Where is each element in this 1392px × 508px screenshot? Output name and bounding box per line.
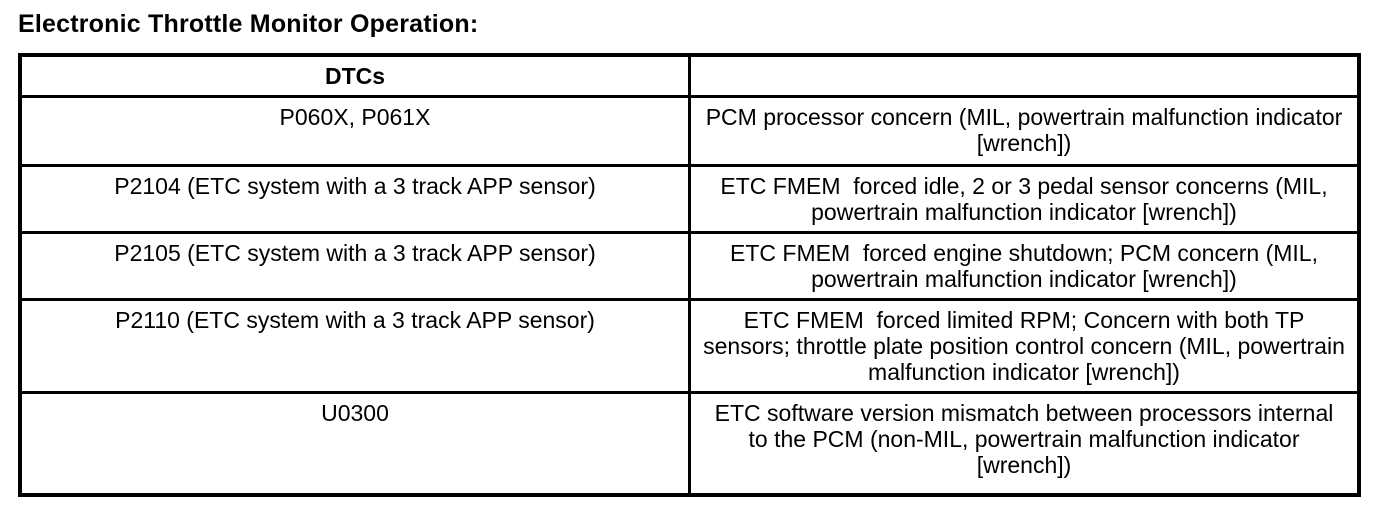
table-row: P2105 (ETC system with a 3 track APP sen…	[18, 231, 1361, 301]
description-cell: ETC FMEM forced engine shutdown; PCM con…	[688, 231, 1361, 301]
dtc-cell: P2104 (ETC system with a 3 track APP sen…	[18, 164, 691, 234]
description-cell: PCM processor concern (MIL, powertrain m…	[688, 95, 1361, 167]
page-title: Electronic Throttle Monitor Operation:	[18, 10, 479, 38]
dtc-cell: P2105 (ETC system with a 3 track APP sen…	[18, 231, 691, 301]
dtc-cell: U0300	[18, 391, 691, 496]
description-cell: ETC software version mismatch between pr…	[688, 391, 1361, 496]
table-row: P2110 (ETC system with a 3 track APP sen…	[18, 298, 1361, 394]
description-header-cell	[688, 53, 1361, 98]
table-header-row: DTCs	[18, 53, 1361, 98]
dtc-cell: P060X, P061X	[18, 95, 691, 167]
dtc-table: DTCs P060X, P061X PCM processor concern …	[18, 53, 1361, 497]
dtc-header-cell: DTCs	[18, 53, 691, 98]
description-cell: ETC FMEM forced idle, 2 or 3 pedal senso…	[688, 164, 1361, 234]
table-row: P060X, P061X PCM processor concern (MIL,…	[18, 95, 1361, 167]
dtc-cell: P2110 (ETC system with a 3 track APP sen…	[18, 298, 691, 394]
table-row: P2104 (ETC system with a 3 track APP sen…	[18, 164, 1361, 234]
table-row: U0300 ETC software version mismatch betw…	[18, 391, 1361, 496]
document-page: Electronic Throttle Monitor Operation: D…	[18, 10, 1361, 497]
description-cell: ETC FMEM forced limited RPM; Concern wit…	[688, 298, 1361, 394]
